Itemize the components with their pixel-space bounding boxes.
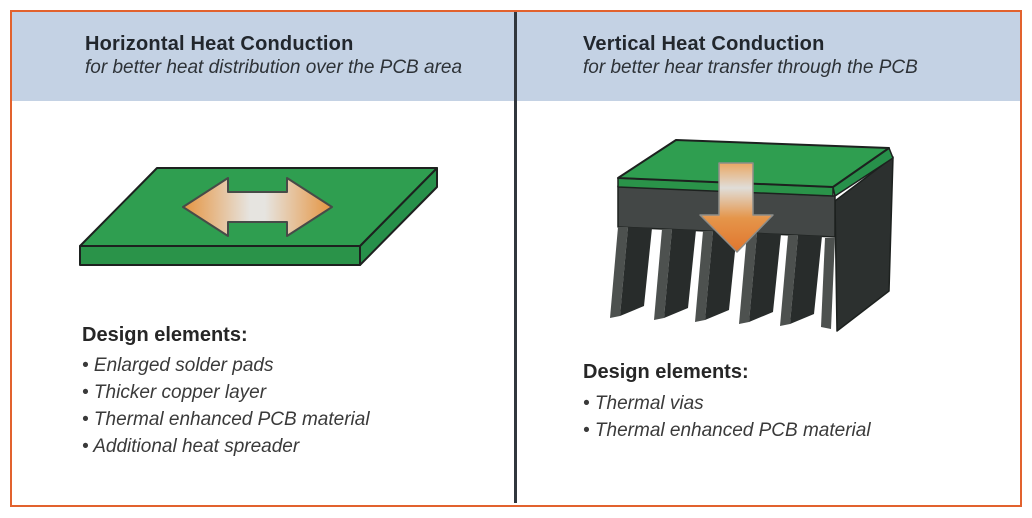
panel-divider (514, 12, 517, 503)
left-design-elements-heading: Design elements: (82, 324, 248, 346)
list-item: • Thermal enhanced PCB material (82, 409, 370, 430)
right-panel-subtitle: for better hear transfer through the PCB (583, 57, 918, 78)
list-item: • Enlarged solder pads (82, 355, 274, 376)
list-item: • Thermal enhanced PCB material (583, 420, 871, 441)
left-design-elements-list: • Enlarged solder pads • Thicker copper … (82, 352, 370, 460)
left-panel-subtitle: for better heat distribution over the PC… (85, 57, 463, 78)
right-design-elements-heading: Design elements: (583, 361, 749, 383)
right-design-elements-list: • Thermal vias • Thermal enhanced PCB ma… (583, 390, 871, 444)
right-panel-title: Vertical Heat Conduction (583, 33, 825, 55)
list-item: • Additional heat spreader (82, 436, 300, 457)
list-item: • Thicker copper layer (82, 382, 267, 403)
frame-border (10, 10, 1022, 507)
list-item: • Thermal vias (583, 393, 704, 414)
left-panel-title: Horizontal Heat Conduction (85, 33, 354, 55)
